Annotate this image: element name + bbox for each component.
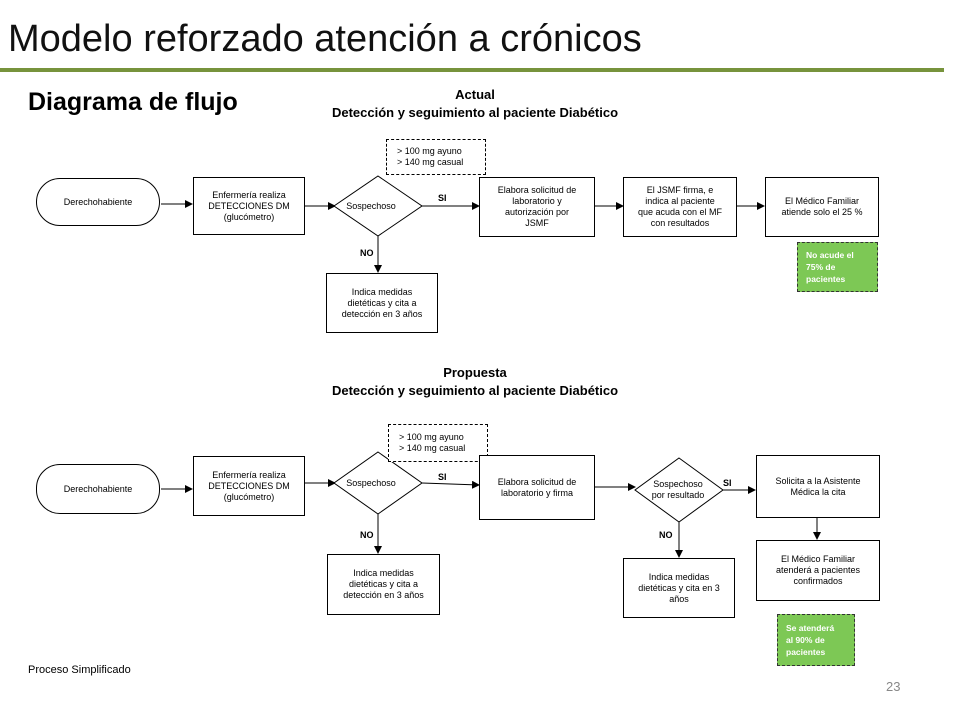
atendera-badge: Se atenderá al 90% de pacientes: [777, 614, 855, 666]
sospechoso-resultado-label: Sospechoso por resultado: [651, 479, 705, 500]
slide-subtitle: Diagrama de flujo: [28, 88, 238, 116]
page-number: 23: [886, 679, 901, 694]
criteria-box-actual: > 100 mg ayuno > 140 mg casual: [386, 139, 486, 175]
derechohabiente-actual: Derechohabiente: [36, 178, 160, 226]
derechohabiente-propuesta: Derechohabiente: [36, 464, 160, 514]
medico-propuesta: El Médico Familiar atenderá a pacientes …: [756, 540, 880, 601]
propuesta-heading: Propuesta Detección y seguimiento al pac…: [300, 364, 650, 400]
asistente-propuesta: Solicita a la Asistente Médica la cita: [756, 455, 880, 518]
arrow-sospechoso-solicitud-propuesta: [421, 480, 480, 489]
jsmf-actual: El JSMF firma, e indica al paciente que …: [623, 177, 737, 237]
propuesta-heading-label: Propuesta: [443, 365, 507, 380]
sospechoso-label-propuesta: Sospechoso: [346, 478, 396, 488]
si-label-resultado: SI: [723, 478, 732, 488]
no-label-resultado: NO: [659, 530, 673, 540]
no-label-actual: NO: [360, 248, 374, 258]
medidas2-propuesta: Indica medidas dietéticas y cita en 3 añ…: [623, 558, 735, 618]
title-rule: [0, 68, 944, 72]
sospechoso-label-actual: Sospechoso: [346, 201, 396, 211]
si-label-actual: SI: [438, 193, 447, 203]
actual-heading-label: Actual: [455, 87, 495, 102]
medidas-actual: Indica medidas dietéticas y cita a detec…: [326, 273, 438, 333]
solicitud-propuesta: Elabora solicitud de laboratorio y firma: [479, 455, 595, 520]
medico-actual: El Médico Familiar atiende solo el 25 %: [765, 177, 879, 237]
criteria-box-propuesta: > 100 mg ayuno > 140 mg casual: [388, 424, 488, 462]
solicitud-actual: Elabora solicitud de laboratorio y autor…: [479, 177, 595, 237]
actual-heading: Actual Detección y seguimiento al pacien…: [300, 86, 650, 122]
footer-text: Proceso Simplificado: [28, 664, 131, 676]
no-acude-badge: No acude el 75% de pacientes: [797, 242, 878, 292]
enfermeria-actual: Enfermería realiza DETECCIONES DM (glucó…: [193, 177, 305, 235]
medidas-propuesta: Indica medidas dietéticas y cita a detec…: [327, 554, 440, 615]
enfermeria-propuesta: Enfermería realiza DETECCIONES DM (glucó…: [193, 456, 305, 516]
propuesta-heading-subtitle: Detección y seguimiento al paciente Diab…: [331, 383, 619, 398]
no-label-propuesta: NO: [360, 530, 374, 540]
slide-title: Modelo reforzado atención a crónicos: [8, 18, 642, 60]
si-label-propuesta: SI: [438, 472, 447, 482]
actual-heading-subtitle: Detección y seguimiento al paciente Diab…: [331, 105, 619, 120]
